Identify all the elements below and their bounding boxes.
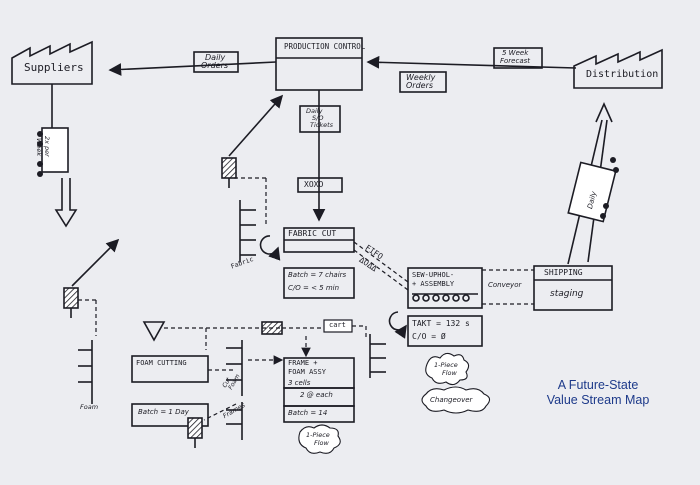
conveyor-label: Conveyor	[488, 281, 522, 289]
fabric-cut-label: FABRIC CUT	[288, 229, 337, 238]
foam-cutting-label: FOAM CUTTING	[136, 359, 187, 367]
one-piece-flow-2-label-2: Flow	[314, 439, 329, 447]
kanban-post-frames	[226, 402, 243, 440]
signal-kanban-triangle	[142, 321, 166, 342]
takt-label: TAKT = 132 s	[412, 319, 470, 328]
week-forecast-label-1: 5 Week	[502, 49, 529, 57]
xoxo-label: XOXO	[304, 180, 324, 189]
changeover-burst	[421, 386, 491, 414]
two-per-week-label-1: 2x per	[43, 136, 51, 157]
sew-assembly-label-1: SEW-UPHOL-	[412, 271, 455, 279]
caption-line-1: A Future-State	[557, 378, 639, 392]
one-piece-flow-burst-2	[298, 424, 341, 454]
daily-tickets-label-2: S/O	[312, 114, 324, 122]
shipping-box	[533, 265, 613, 311]
frame-foam-cells: 3 cells	[288, 379, 311, 387]
kanban-post-cart	[369, 334, 386, 378]
daily-orders-label-1: Daily	[205, 53, 226, 62]
fabric-cut-batch: Batch = 7 chairs	[288, 271, 347, 279]
withdrawal-loop-icon	[259, 235, 281, 261]
distribution-label: Distribution	[586, 69, 659, 80]
foam-cutting-box	[131, 355, 209, 383]
production-control-line-1: PRODUCTION CONTROL	[284, 42, 366, 51]
conveyor-icon	[412, 293, 478, 302]
frame-foam-batch: Batch = 14	[288, 409, 328, 417]
weekly-orders-arrow	[366, 55, 577, 69]
shipping-label: SHIPPING	[544, 268, 583, 277]
suppliers-factory-icon	[11, 40, 93, 85]
withdrawal-loop-icon	[388, 311, 407, 339]
suppliers-label: Suppliers	[24, 61, 84, 74]
week-forecast-label-2: Forecast	[500, 57, 531, 65]
map-caption: A Future-State Value Stream Map	[518, 378, 678, 408]
one-piece-flow-label-2: Flow	[442, 369, 457, 377]
kanban-post-fabric	[239, 200, 256, 262]
fabric-cut-changeover: C/O = < 5 min	[288, 284, 340, 292]
daily-orders-label-2: Orders	[201, 61, 229, 70]
supplier-shipment-arrow	[54, 178, 78, 228]
foam-kanban-label: Foam	[80, 403, 99, 411]
weekly-orders-label-1: Weekly	[406, 73, 436, 82]
frame-foam-label-2: FOAM ASSY	[288, 368, 326, 376]
shipping-staging: staging	[550, 289, 584, 299]
daily-orders-arrow	[108, 61, 277, 76]
frame-foam-each: 2 @ each	[300, 391, 333, 399]
daily-tickets-label-1: Daily	[306, 107, 323, 115]
foam-cutting-batch: Batch = 1 Day	[138, 408, 189, 416]
kanban-post-foam	[78, 340, 93, 404]
distribution-shipment-arrow	[595, 102, 613, 123]
sew-assembly-label-2: + ASSEMBLY	[412, 280, 455, 288]
cart-label: cart	[329, 321, 346, 329]
sew-assembly-box	[407, 267, 483, 309]
distribution-factory-icon	[573, 48, 663, 89]
daily-tickets-label-3: Tickets	[310, 121, 334, 129]
kanban-post-cut-foam	[226, 340, 243, 396]
takt-changeover: C/O = Ø	[412, 332, 446, 341]
frame-foam-label-1: FRAME +	[288, 359, 318, 367]
one-piece-flow-burst	[425, 352, 470, 386]
changeover-label: Changeover	[430, 396, 473, 404]
caption-line-2: Value Stream Map	[546, 393, 650, 407]
two-per-week-label-2: Week	[35, 138, 43, 157]
one-piece-flow-2-label-1: 1-Piece	[306, 431, 330, 439]
one-piece-flow-label-1: 1-Piece	[434, 361, 458, 369]
weekly-orders-label-2: Orders	[406, 81, 434, 90]
